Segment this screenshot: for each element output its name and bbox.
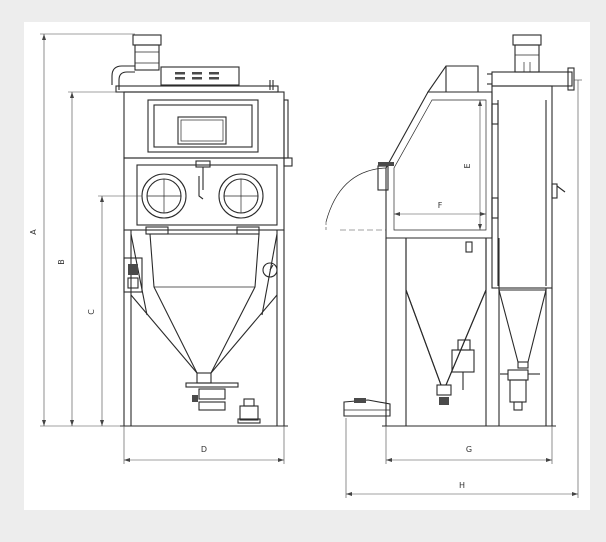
front-view xyxy=(111,34,293,427)
dim-label-d: D xyxy=(201,445,207,454)
side-cabinet xyxy=(385,91,493,239)
switch-box xyxy=(123,257,143,293)
drawing-frame xyxy=(24,22,590,510)
glove-box xyxy=(123,157,285,231)
dim-label-c: C xyxy=(87,309,96,315)
collector-cone xyxy=(498,289,547,363)
dimension-labels: A B C D E F G H xyxy=(29,163,472,490)
dim-label-a: A xyxy=(29,229,38,235)
dim-label-e: E xyxy=(463,163,472,168)
dim-label-b: B xyxy=(57,259,66,265)
exhaust-box xyxy=(160,66,240,86)
glove-port-right xyxy=(218,173,264,219)
foot-pedal xyxy=(343,399,391,417)
dimension-lines xyxy=(40,33,582,498)
dim-label-g: G xyxy=(466,445,472,454)
dim-label-h: H xyxy=(459,481,465,490)
viewing-window xyxy=(177,116,227,145)
motor-body xyxy=(134,44,160,71)
pressure-gauge-icon xyxy=(262,262,278,278)
hopper xyxy=(149,233,260,374)
motor-cap xyxy=(132,34,162,46)
window-frame xyxy=(147,99,259,153)
dim-label-f: F xyxy=(438,201,443,210)
top-plate xyxy=(115,85,279,93)
dust-collector xyxy=(491,85,553,289)
side-roof xyxy=(426,65,479,93)
side-view xyxy=(325,34,575,427)
